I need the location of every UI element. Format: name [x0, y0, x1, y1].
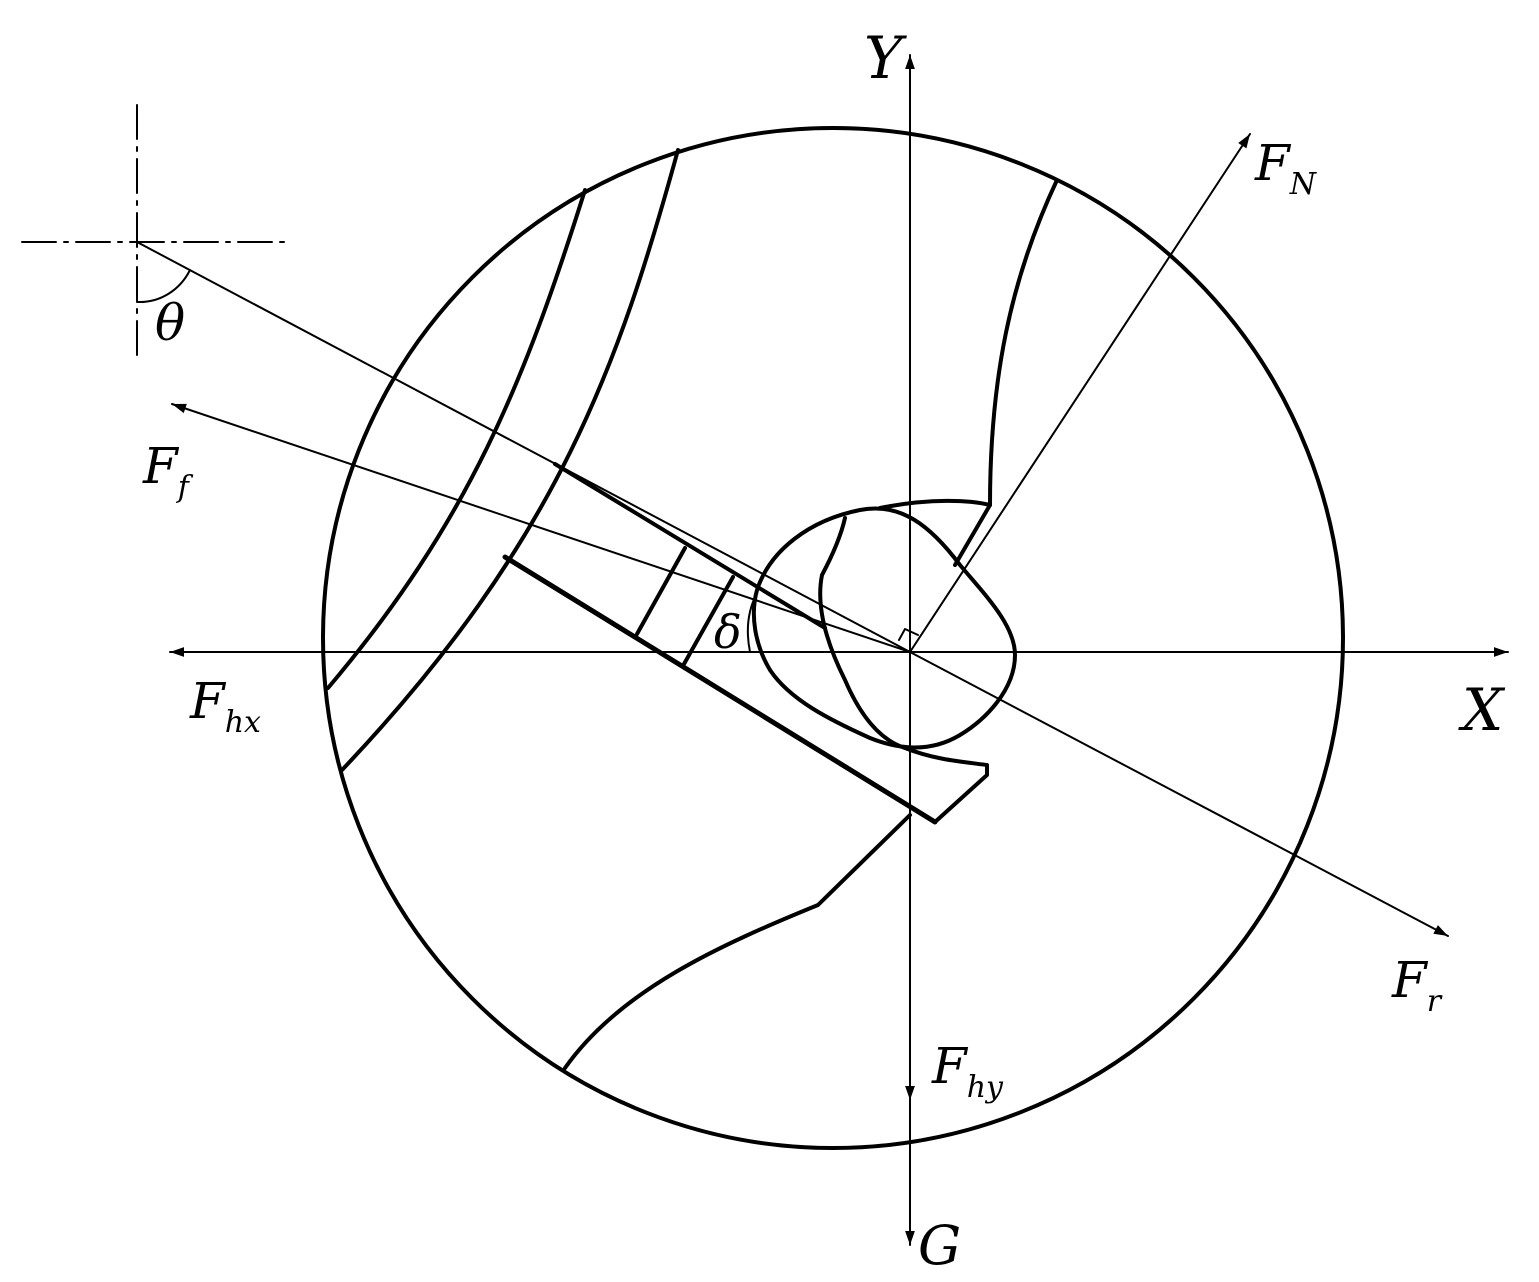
- fhx-label: Fhx: [189, 672, 261, 740]
- delta-label: δ: [714, 605, 742, 659]
- outer-circle: [321, 126, 1345, 1150]
- ff-label: Ff: [142, 437, 194, 505]
- right-arm-curve: [953, 178, 1059, 567]
- theta-reference-line: [136, 241, 911, 653]
- vane-top-edge: [553, 462, 827, 630]
- arm-joint-edge: [878, 498, 992, 510]
- fr-label-sub: r: [1427, 984, 1443, 1019]
- x-axis-label: X: [1458, 676, 1506, 744]
- fhy-label: Fhy: [931, 1037, 1004, 1105]
- left-curve-inner-band: [340, 148, 680, 772]
- fhx-label-main: F: [189, 672, 227, 730]
- vane-bottom-edge: [502, 554, 938, 825]
- vane-cross-line-1: [635, 546, 687, 636]
- gravity-label: G: [918, 1214, 961, 1277]
- cam-inner-curve: [818, 516, 907, 750]
- fn-arrow: [909, 133, 1251, 653]
- ff-label-main: F: [142, 437, 180, 495]
- fn-label-sub: N: [1289, 167, 1318, 202]
- fhy-label-main: F: [931, 1037, 969, 1095]
- fhx-label-sub: hx: [225, 705, 261, 740]
- delta-arc: [746, 592, 758, 653]
- y-axis-label: Y: [864, 24, 907, 92]
- right-angle-mark: [898, 628, 919, 641]
- fn-label-main: F: [1254, 134, 1292, 192]
- vane-cross-line-2: [682, 575, 735, 666]
- theta-arc: [136, 269, 191, 304]
- fhy-label-sub: hy: [967, 1070, 1004, 1105]
- cam-lower-lip: [903, 746, 989, 824]
- fr-arrow: [909, 651, 1449, 937]
- fr-label: Fr: [1391, 951, 1443, 1019]
- lower-housing-edge: [563, 813, 912, 1070]
- ff-label-sub: f: [176, 470, 194, 505]
- ff-arrow: [171, 403, 911, 653]
- cam-body: [751, 506, 1017, 750]
- fn-label: FN: [1254, 134, 1318, 202]
- fr-label-main: F: [1391, 951, 1429, 1009]
- left-curve-outer-band: [326, 188, 587, 690]
- theta-label: θ: [155, 294, 185, 352]
